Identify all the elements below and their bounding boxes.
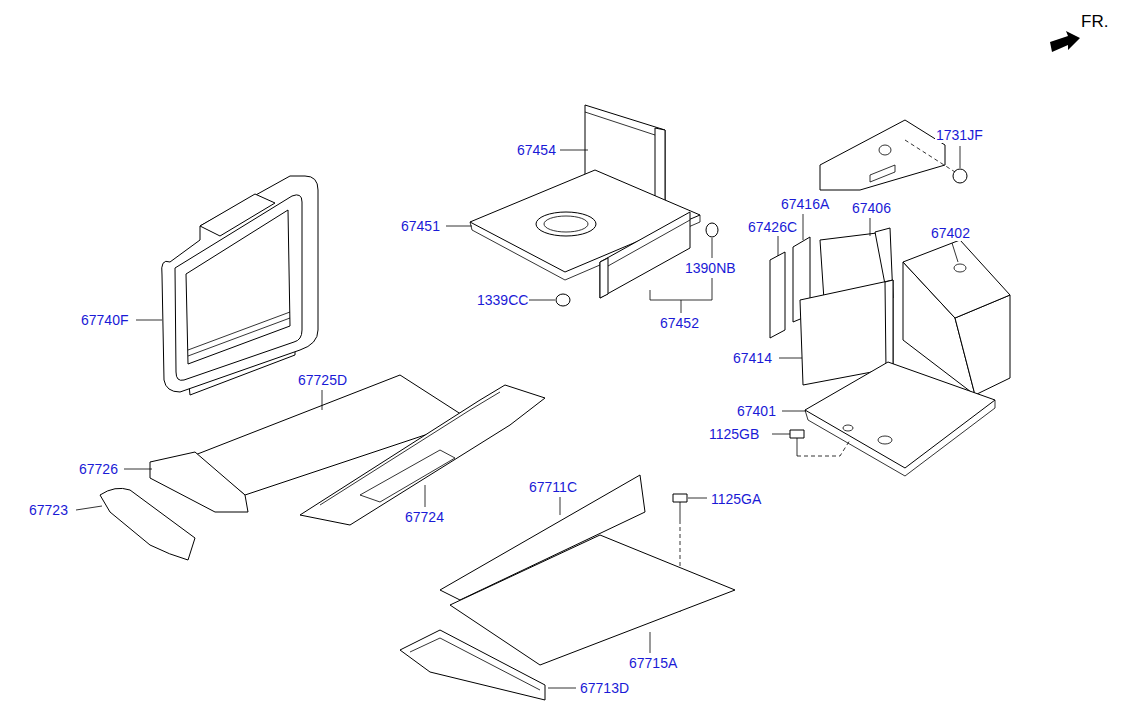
- callout-number: 67723: [28, 502, 69, 518]
- leader-line: [76, 146, 960, 688]
- callout-number: 67725D: [297, 372, 348, 388]
- callout-number: 1731JF: [935, 127, 984, 143]
- callout-number: 1390NB: [684, 260, 737, 276]
- callout-number: 67715A: [628, 655, 678, 671]
- callout-number: 67451: [400, 218, 441, 234]
- callout-number: 67724: [404, 509, 445, 525]
- callout-number: 67452: [659, 315, 700, 331]
- direction-label: FR.: [1080, 14, 1109, 30]
- callout-number: 1125GB: [708, 426, 760, 442]
- callout-number: 1339CC: [476, 292, 529, 308]
- floor-part: [805, 362, 995, 476]
- callout-number: 67711C: [528, 479, 578, 495]
- tray-part: [470, 170, 700, 280]
- callout-number: 67416A: [780, 196, 830, 212]
- callout-number: 67401: [736, 403, 777, 419]
- front-arrow: [1050, 31, 1080, 52]
- callout-number: 67454: [516, 142, 557, 158]
- callout-number: 67740F: [80, 312, 129, 328]
- box-part: [903, 240, 1010, 395]
- callout-number: 67406: [851, 200, 892, 216]
- bracket-part: [600, 212, 690, 298]
- callout-number: 67414: [732, 350, 773, 366]
- callout-number: 1125GA: [710, 491, 762, 507]
- callout-number: 67726: [78, 461, 119, 477]
- callout-number: 67426C: [747, 219, 798, 235]
- callout-number: 67402: [930, 225, 971, 241]
- frame-part: [162, 176, 318, 395]
- lower-panel-part: [400, 475, 735, 700]
- callout-number: 67713D: [579, 680, 630, 696]
- floor-panel-part: [100, 375, 545, 560]
- panel-part: [770, 228, 893, 385]
